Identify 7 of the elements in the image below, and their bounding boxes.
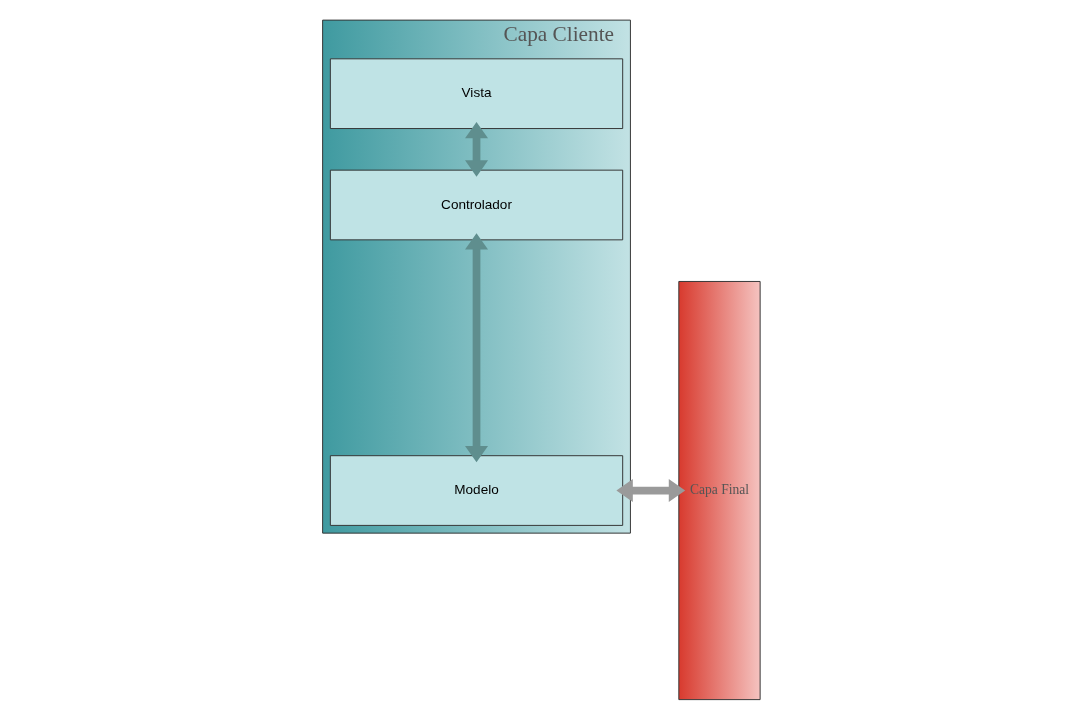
node-box: Controlador: [329, 169, 624, 241]
node-box: Vista: [329, 58, 624, 129]
arrow: [465, 121, 488, 177]
arrow: [616, 479, 686, 503]
arrow: [465, 233, 488, 463]
node-box: Modelo: [329, 455, 624, 526]
node-box: Capa Final: [678, 281, 761, 701]
